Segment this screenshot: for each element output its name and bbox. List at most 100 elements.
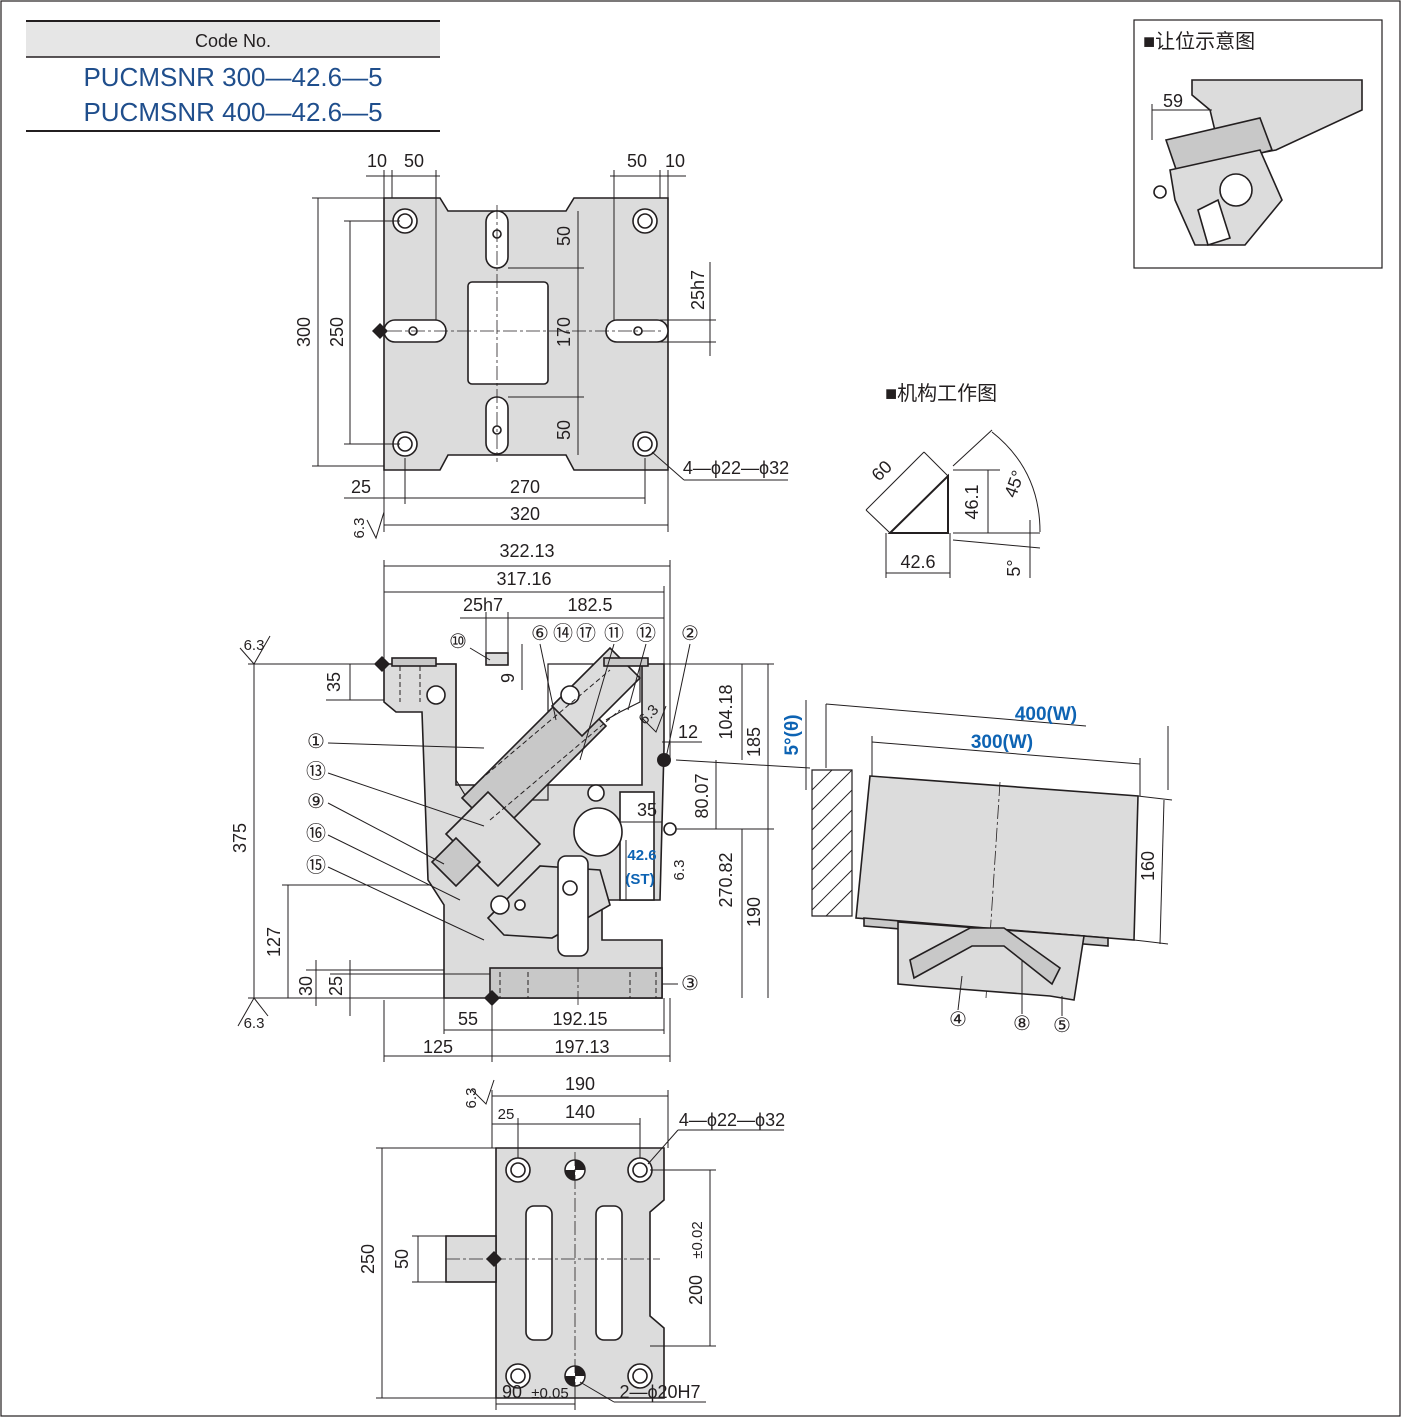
top-dim-50c: 50 [554, 226, 574, 246]
bottom-dim-140: 140 [565, 1102, 595, 1122]
top-dim-10a: 10 [367, 151, 387, 171]
top-dim-10b: 10 [665, 151, 685, 171]
clearance-diagram: ■让位示意图 59 [1133, 19, 1383, 269]
workpiece-block [855, 775, 1139, 941]
bottom-dim-25: 25 [498, 1106, 515, 1123]
front-dim-190: 190 [744, 897, 764, 927]
front-dim-127: 127 [264, 927, 284, 957]
front-dim-104: 104.18 [716, 684, 736, 739]
side-dim-400w: 400(W) [1015, 704, 1077, 725]
top-dim-50d: 50 [554, 420, 574, 440]
mech-dim-46-1: 46.1 [962, 484, 982, 519]
front-dim-80: 80.07 [692, 773, 712, 818]
bottom-slot-left [525, 1205, 553, 1341]
workpiece-v-block [909, 927, 1062, 986]
balloon-16: ⑯ [306, 822, 326, 845]
front-dim-35a: 35 [324, 672, 344, 692]
bottom-dim-250: 250 [358, 1244, 378, 1274]
front-dim-25: 25 [326, 976, 346, 996]
front-dim-25h7: 25h7 [463, 595, 503, 615]
balloon-17: ⑰ [576, 622, 596, 645]
front-dim-st: (ST) [625, 871, 654, 888]
bottom-tol-200: ±0.02 [689, 1221, 706, 1258]
side-dim-300w: 300(W) [971, 732, 1033, 753]
workpiece-wall [811, 769, 853, 917]
front-cylinder-head [550, 646, 642, 738]
top-dim-250: 250 [327, 317, 347, 347]
balloon-5: ⑤ [1053, 1015, 1071, 1037]
bottom-dim-50: 50 [392, 1249, 412, 1269]
clearance-title: ■让位示意图 [1143, 30, 1255, 53]
top-dim-320: 320 [510, 504, 540, 524]
clearance-dim-59: 59 [1163, 91, 1183, 111]
front-dim-197: 197.13 [554, 1037, 609, 1057]
front-dim-42-6: 42.6 [627, 847, 656, 864]
bottom-roughness: 6.3 [463, 1088, 480, 1109]
balloon-callouts: ⑩ ⑥ ⑭ ⑰ ⑪ ⑫ ② ① ⑬ ⑨ ⑯ ⑮ ③ [306, 622, 699, 995]
front-dim-125: 125 [423, 1037, 453, 1057]
code-300: PUCMSNR 300—42.6—5 [83, 62, 382, 92]
balloon-2: ② [681, 623, 699, 645]
front-rod-block [444, 790, 542, 888]
top-dim-300: 300 [294, 317, 314, 347]
front-dim-35b: 35 [637, 800, 657, 820]
mechanism-title: ■机构工作图 [885, 382, 997, 405]
bottom-dim-200: 200 [686, 1275, 706, 1305]
top-roughness: 6.3 [351, 518, 368, 539]
clearance-stopper [1197, 198, 1232, 247]
front-stopper [557, 855, 589, 957]
front-roughness-bottom: 6.3 [244, 1015, 265, 1032]
front-dim-317: 317.16 [496, 569, 551, 589]
bottom-dim-190: 190 [565, 1074, 595, 1094]
bottom-pins-label: 2—ϕ20H7 [619, 1382, 700, 1402]
front-dim-182: 182.5 [567, 595, 612, 615]
balloon-6: ⑥ [531, 623, 549, 645]
front-roller [573, 807, 623, 857]
front-center-mark-2 [663, 822, 677, 836]
front-dim-12: 12 [678, 722, 698, 742]
balloon-9: ⑨ [307, 791, 325, 813]
front-roughness-top: 6.3 [244, 637, 265, 654]
bottom-tol-90: ±0.05 [531, 1385, 568, 1402]
front-center-mark-1 [657, 753, 671, 767]
clearance-box [1133, 19, 1383, 269]
front-clamp [430, 836, 482, 888]
top-dim-50a: 50 [404, 151, 424, 171]
bottom-holes-label: 4—ϕ22—ϕ32 [679, 1110, 785, 1130]
front-dim-270: 270.82 [716, 852, 736, 907]
balloon-1: ① [307, 731, 325, 753]
front-dim-55: 55 [458, 1009, 478, 1029]
front-angle-label: 5°(θ) [782, 714, 803, 755]
code-400: PUCMSNR 400—42.6—5 [83, 97, 382, 127]
front-base-plate [489, 967, 663, 999]
code-table: Code No. PUCMSNR 300—42.6—5 PUCMSNR 400—… [26, 20, 440, 132]
balloon-10: ⑩ [449, 631, 467, 653]
balloon-4: ④ [949, 1009, 967, 1031]
front-dim-30: 30 [296, 976, 316, 996]
code-header-bg [26, 21, 440, 57]
front-key [485, 652, 509, 666]
side-view: 400(W) 300(W) 160 ④ ⑧ ⑤ [811, 703, 1173, 1037]
clearance-block [1164, 117, 1274, 176]
mech-dim-42-6: 42.6 [900, 552, 935, 572]
front-dim-322: 322.13 [499, 541, 554, 561]
mech-dim-45: 45° [1000, 468, 1028, 500]
top-dim-50b: 50 [627, 151, 647, 171]
side-dim-160: 160 [1138, 851, 1158, 881]
front-roughness-slider: 6.3 [671, 860, 688, 881]
top-dim-25: 25 [351, 477, 371, 497]
front-dim-9: 9 [498, 673, 518, 683]
front-dim-192: 192.15 [552, 1009, 607, 1029]
balloon-15: ⑮ [306, 854, 326, 877]
balloon-14: ⑭ [553, 622, 573, 645]
top-view: 10 50 50 10 300 250 50 170 50 25h7 4—ϕ22… [294, 151, 789, 540]
code-header: Code No. [195, 31, 271, 51]
bottom-view: 190 25 140 6.3 4—ϕ22—ϕ32 250 50 200 ±0.0… [358, 1074, 785, 1410]
front-dim-375: 375 [230, 823, 250, 853]
bottom-slot-right [595, 1205, 623, 1341]
top-dim-270: 270 [510, 477, 540, 497]
bottom-dim-90: 90 [502, 1382, 522, 1402]
top-holes-label: 4—ϕ22—ϕ32 [683, 458, 789, 478]
top-dim-25h7: 25h7 [688, 270, 708, 310]
